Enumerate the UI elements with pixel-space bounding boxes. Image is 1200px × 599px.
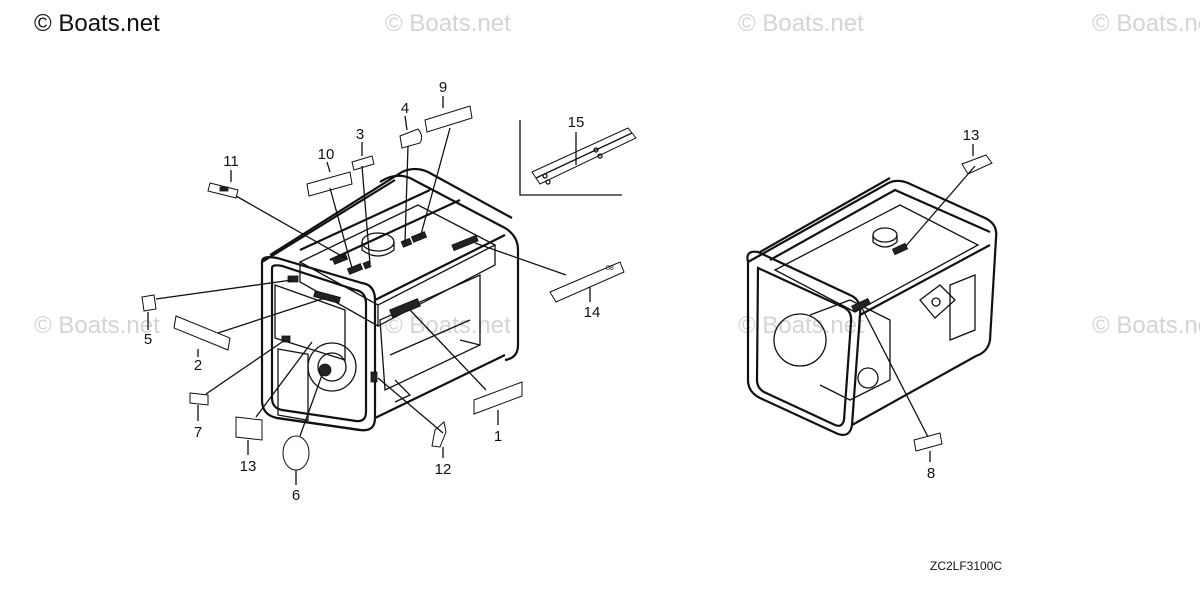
callout-6: 6 <box>292 487 300 504</box>
watermark-faded: © Boats.net <box>385 10 511 37</box>
leader-lines-left <box>147 96 591 485</box>
callout-1: 1 <box>494 428 502 445</box>
watermark-faded: © Boats.net <box>385 312 511 339</box>
decal-4 <box>399 128 423 149</box>
diagram-code: ZC2LF3100C <box>930 559 1002 573</box>
decal-6 <box>282 435 310 471</box>
callout-4: 4 <box>401 100 409 117</box>
callout-labels: 1 2 3 4 5 6 7 8 9 10 11 12 13 13 14 15 Z… <box>144 79 1003 573</box>
generator-rear-view <box>746 144 998 462</box>
decal-14 <box>549 261 625 303</box>
frame-rear-view-outer <box>746 250 862 437</box>
callout-2: 2 <box>194 357 202 374</box>
callout-12: 12 <box>435 461 452 478</box>
decal-8 <box>913 432 943 452</box>
decal-7 <box>189 392 209 406</box>
callout-14: 14 <box>584 304 601 321</box>
callout-13-left: 13 <box>240 458 257 475</box>
watermark-faded: © Boats.net <box>738 312 864 339</box>
watermark-faded: © Boats.net <box>1092 312 1200 339</box>
callout-8: 8 <box>927 465 935 482</box>
decal-10 <box>306 171 353 197</box>
decal-13-left <box>235 416 263 441</box>
callout-15: 15 <box>568 114 585 131</box>
watermark-faded: © Boats.net <box>1092 10 1200 37</box>
generator-front-view <box>260 167 520 432</box>
recoil-starter-outer <box>307 342 357 392</box>
decal-2 <box>173 315 231 351</box>
decal-5 <box>141 294 157 312</box>
callout-7: 7 <box>194 424 202 441</box>
decal-3 <box>351 155 375 171</box>
decal-13-right <box>961 154 993 175</box>
callout-9: 9 <box>439 79 447 96</box>
engine-block <box>773 313 827 367</box>
svg-text:88: 88 <box>606 265 614 272</box>
callout-13-right: 13 <box>963 127 980 144</box>
decal-9 <box>424 105 473 133</box>
outlet-box <box>277 348 309 422</box>
control-panel <box>274 284 346 361</box>
callout-5: 5 <box>144 331 152 348</box>
recoil-starter-hub <box>318 363 332 377</box>
decal-12 <box>431 421 447 448</box>
frame-top-rail <box>299 189 461 261</box>
watermark-faded: © Boats.net <box>738 10 864 37</box>
watermark-boats-net: © Boats.net <box>34 10 160 37</box>
decal-1 <box>473 381 523 415</box>
inset-detail-15 <box>519 120 637 196</box>
callout-3: 3 <box>356 126 364 143</box>
watermark-faded: © Boats.net <box>34 312 160 339</box>
callout-11: 11 <box>223 153 239 170</box>
callout-10: 10 <box>318 146 335 163</box>
decal-shapes-left: 88 <box>141 105 625 471</box>
